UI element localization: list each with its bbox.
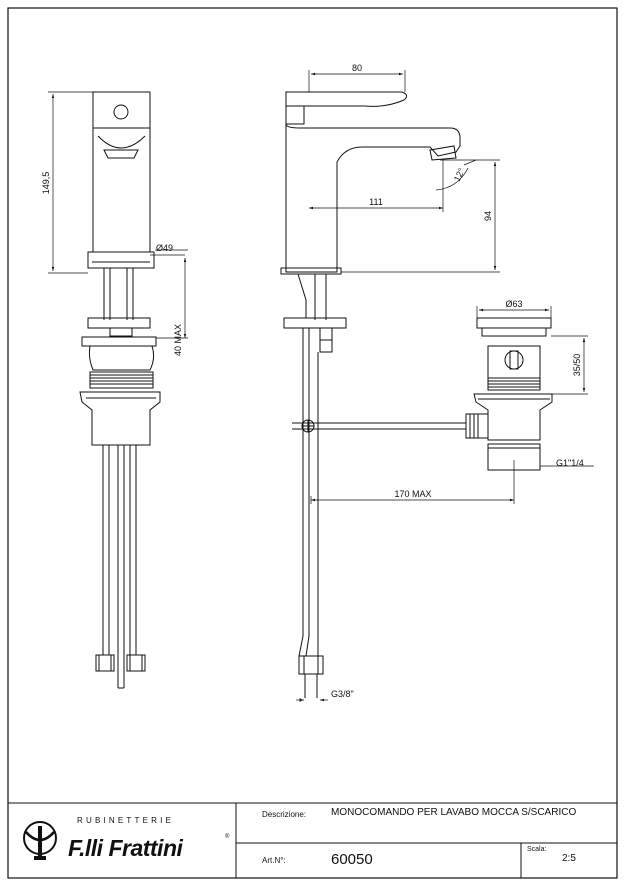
brand-registered-mark: ® [225,834,230,840]
front-view-dimensions [48,91,188,339]
dim-handle-length: 80 [352,63,362,73]
front-view [79,91,161,689]
dim-drain-thread: G1"1/4 [556,458,584,468]
scale-value: 2:5 [562,853,576,864]
article-label: Art.N°: [262,856,286,865]
sheet-frame [7,7,618,879]
side-view [280,91,466,698]
dim-drain-diameter: Ø63 [505,299,522,309]
dim-tilt-angle: 12° [452,166,467,183]
dim-height-total: 149,5 [41,172,51,195]
dim-spout-reach: 111 [369,197,383,207]
brand-logo-icon [23,821,57,860]
drain-detail [465,317,553,471]
description-value: MONOCOMANDO PER LAVABO MOCCA S/SCARICO [331,807,577,818]
title-block [7,802,618,879]
dim-rod-length: 170 MAX [394,489,431,499]
dim-max-thickness: 40 MAX [173,324,183,356]
brand-name: F.lli Frattini [68,835,183,861]
drain-dimensions [476,306,594,467]
dim-drain-height: 35/50 [572,354,582,377]
brand-top-label: RUBINETTERIE [77,816,175,825]
article-value: 60050 [331,851,373,868]
side-view-dimensions [296,70,515,702]
dim-hose-thread: G3/8" [331,689,354,699]
description-label: Descrizione: [262,810,307,819]
scale-label: Scala: [527,846,547,853]
dim-diameter-body: Ø49 [156,243,173,253]
dim-spout-height: 94 [483,211,493,221]
